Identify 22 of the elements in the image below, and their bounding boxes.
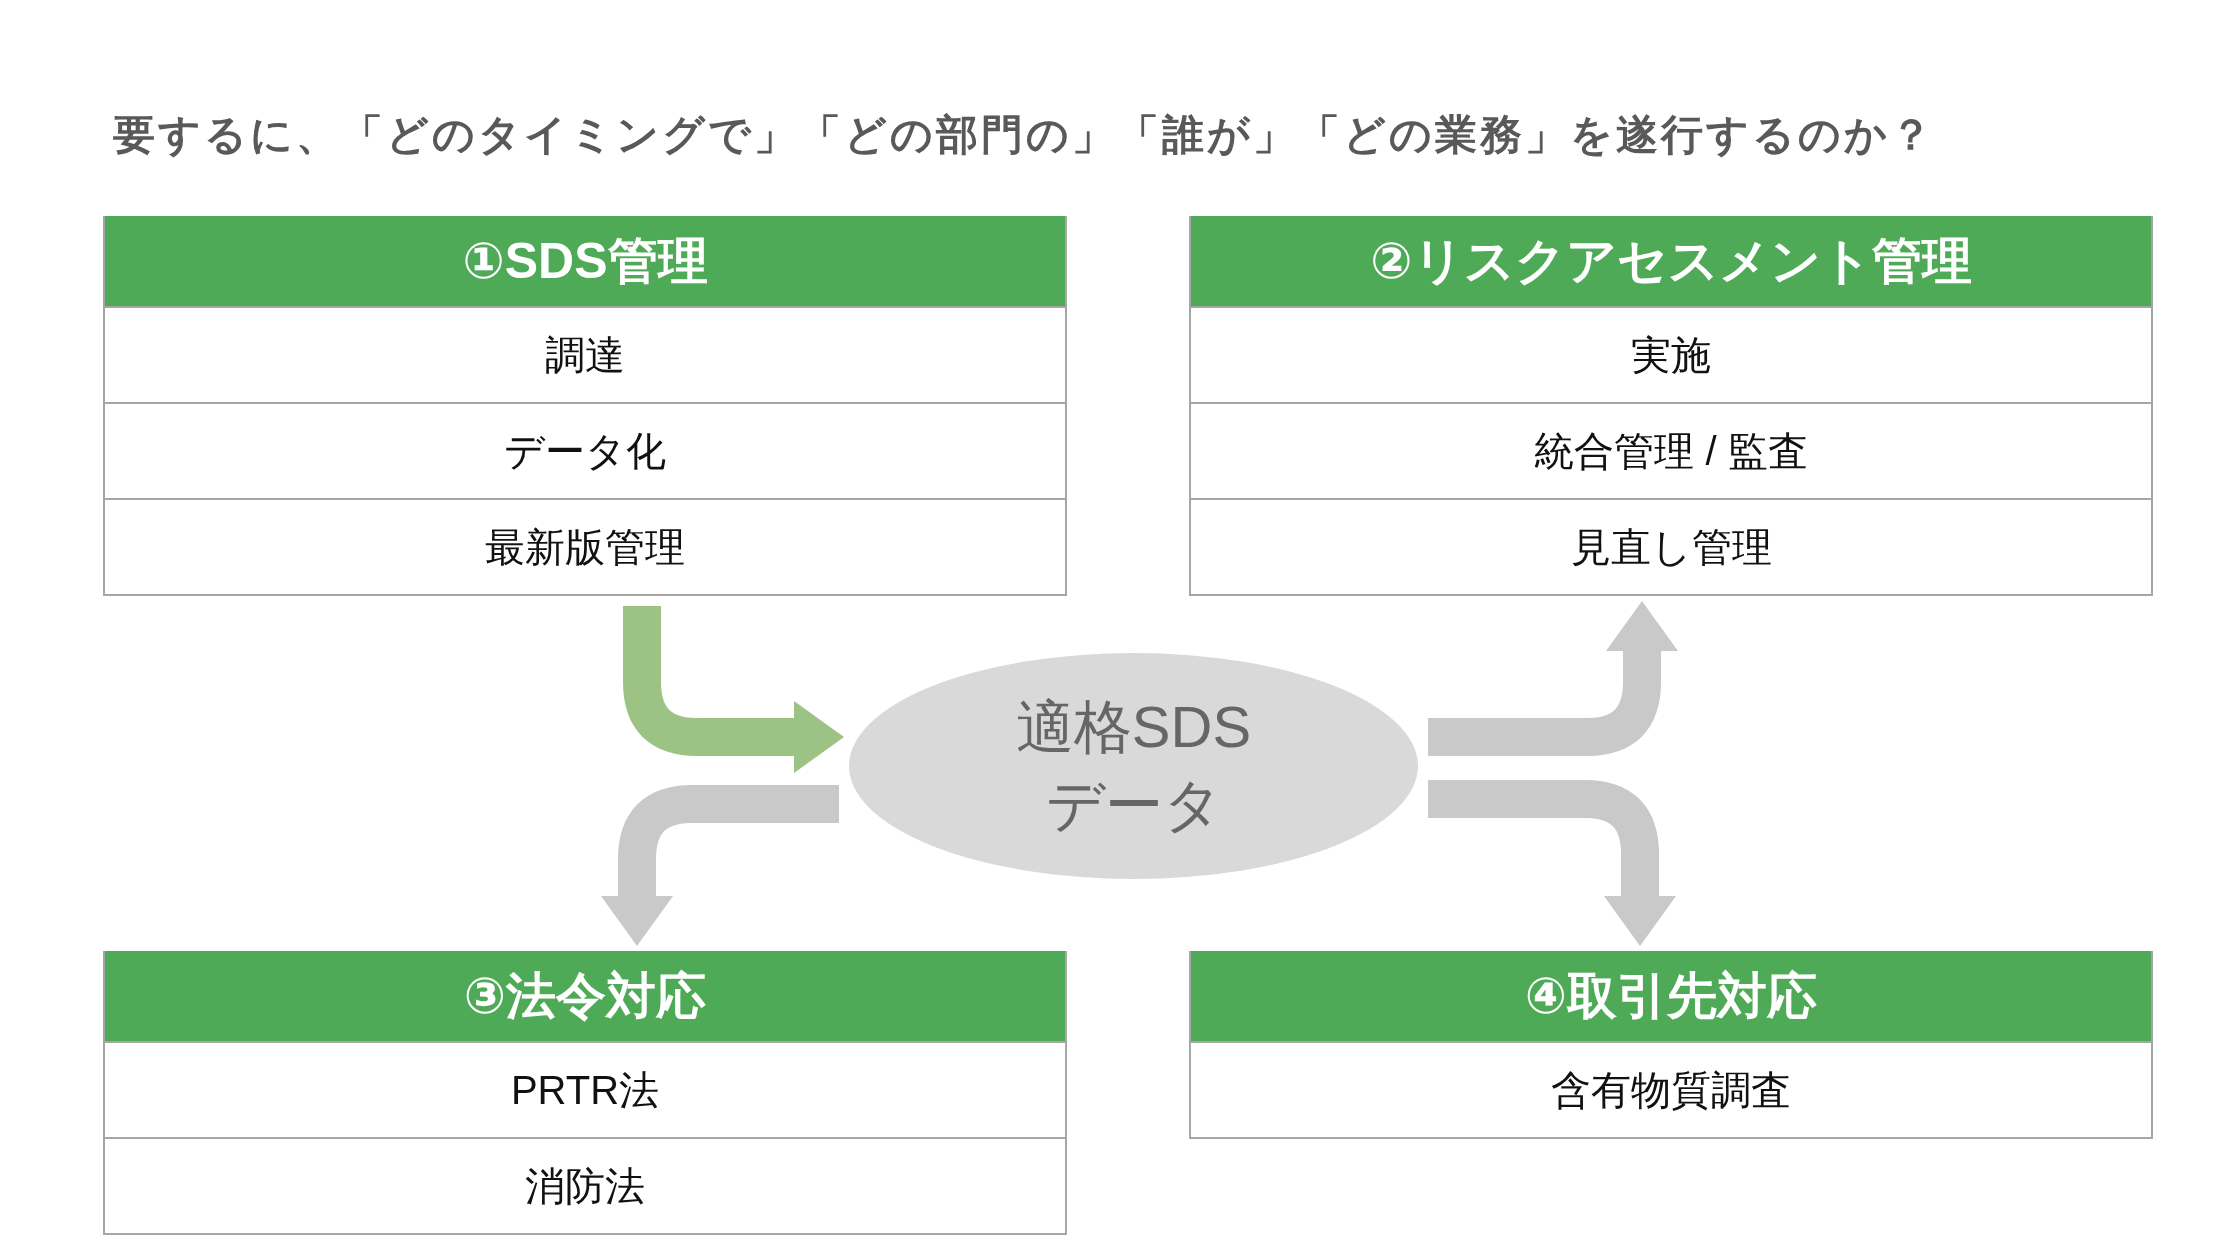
category-panel [103,216,1067,596]
category-panel [1189,216,2153,596]
section-heading: ④取引先対応 [1191,951,2151,1041]
ellipse-label: 適格SDSデータ [1014,692,1253,839]
task-item: 含有物質調査 [1191,1041,2151,1137]
task-item: 最新版管理 [105,498,1065,594]
task-item: 消防法 [105,1137,1065,1233]
category-panel [1189,951,2153,1139]
task-item: 統合管理 / 監査 [1191,402,2151,498]
arrow [1428,780,1676,946]
task-item: PRTR法 [105,1041,1065,1137]
section-heading: ①SDS管理 [105,216,1065,306]
page-title: 要するに、「どのタイミングで」「どの部門の」「誰が」「どの業務」を遂行するのか？ [113,110,1935,160]
task-item: 見直し管理 [1191,498,2151,594]
task-item: データ化 [105,402,1065,498]
arrow [601,785,839,946]
arrow [1428,601,1678,756]
section-heading: ②リスクアセスメント管理 [1191,216,2151,306]
task-item: 調達 [105,306,1065,402]
category-panel [103,951,1067,1235]
task-item: 実施 [1191,306,2151,402]
section-heading: ③法令対応 [105,951,1065,1041]
